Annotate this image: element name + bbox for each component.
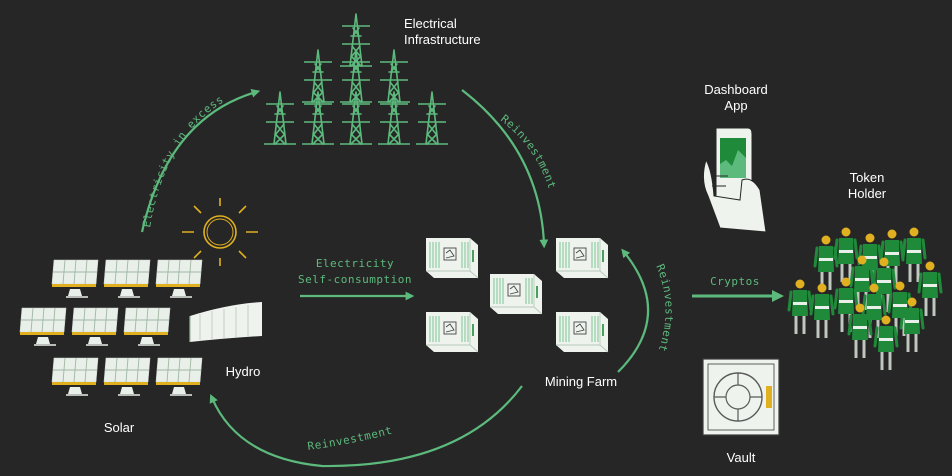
mining-farm-icon <box>425 237 609 353</box>
flow-label-reinvestment-bottom: Reinvestment <box>307 424 394 453</box>
mining-container-icon <box>425 237 479 279</box>
transmission-tower-icon <box>339 91 373 145</box>
label-line: Token <box>849 170 885 185</box>
solar-panel-icon <box>71 307 119 346</box>
solar-panel-icon <box>155 357 203 396</box>
solar-array-icon <box>19 259 203 396</box>
transmission-tower-icon <box>301 91 335 145</box>
label-line: Infrastructure <box>404 32 481 47</box>
token-holder-person-icon <box>809 282 835 340</box>
solar-panel-icon <box>103 259 151 298</box>
label-line: Self-consumption <box>298 273 412 286</box>
flow-label-self-consumption: Electricity Self-consumption <box>290 256 420 288</box>
vault-safe-icon <box>702 358 780 436</box>
transmission-tower-icon <box>263 91 297 145</box>
label-line: Electrical <box>404 16 457 31</box>
flow-arrows <box>140 89 784 468</box>
solar-panel-icon <box>155 259 203 298</box>
solar-panel-icon <box>103 357 151 396</box>
token-holder-person-icon <box>917 260 943 318</box>
solar-panel-icon <box>19 307 67 346</box>
electrical-infrastructure-label: Electrical Infrastructure <box>404 16 481 48</box>
solar-label: Solar <box>103 420 135 435</box>
flow-label-reinvestment-right: Reinvestment <box>653 262 675 353</box>
arrow-reinvestment-top <box>461 89 549 249</box>
solar-panel-icon <box>51 357 99 396</box>
mining-container-icon <box>555 237 609 279</box>
arrow-reinvestment-bottom <box>209 385 523 468</box>
vault-label: Vault <box>726 450 756 465</box>
mining-container-icon <box>555 311 609 353</box>
label-line: Dashboard <box>704 82 768 97</box>
flow-label-cryptos: Cryptos <box>710 275 760 288</box>
solar-panel-icon <box>51 259 99 298</box>
token-holder-person-icon <box>787 278 813 336</box>
hydro-label: Hydro <box>225 364 261 379</box>
mining-container-icon <box>489 273 543 315</box>
mining-farm-label: Mining Farm <box>544 374 618 389</box>
phone-dashboard-icon <box>702 127 767 233</box>
flow-label-reinvestment-top: Reinvestment <box>498 112 558 190</box>
token-holder-person-icon <box>813 234 839 292</box>
token-holder-label: Token Holder <box>832 170 902 202</box>
arrow-reinvestment-right <box>617 248 650 373</box>
label-line: Electricity <box>315 257 395 270</box>
label-line: App <box>724 98 748 113</box>
label-line: Holder <box>847 186 887 201</box>
mining-container-icon <box>425 311 479 353</box>
transmission-tower-icon <box>377 91 411 145</box>
arrow-electricity-excess <box>140 89 261 233</box>
transmission-tower-icon <box>339 13 373 67</box>
token-holder-crowd-icon <box>787 226 943 372</box>
transmission-tower-icon <box>415 91 449 145</box>
solar-panel-icon <box>123 307 171 346</box>
sun-icon <box>182 198 258 266</box>
hydro-dam-icon <box>189 302 262 342</box>
dashboard-app-label: Dashboard App <box>692 82 780 114</box>
